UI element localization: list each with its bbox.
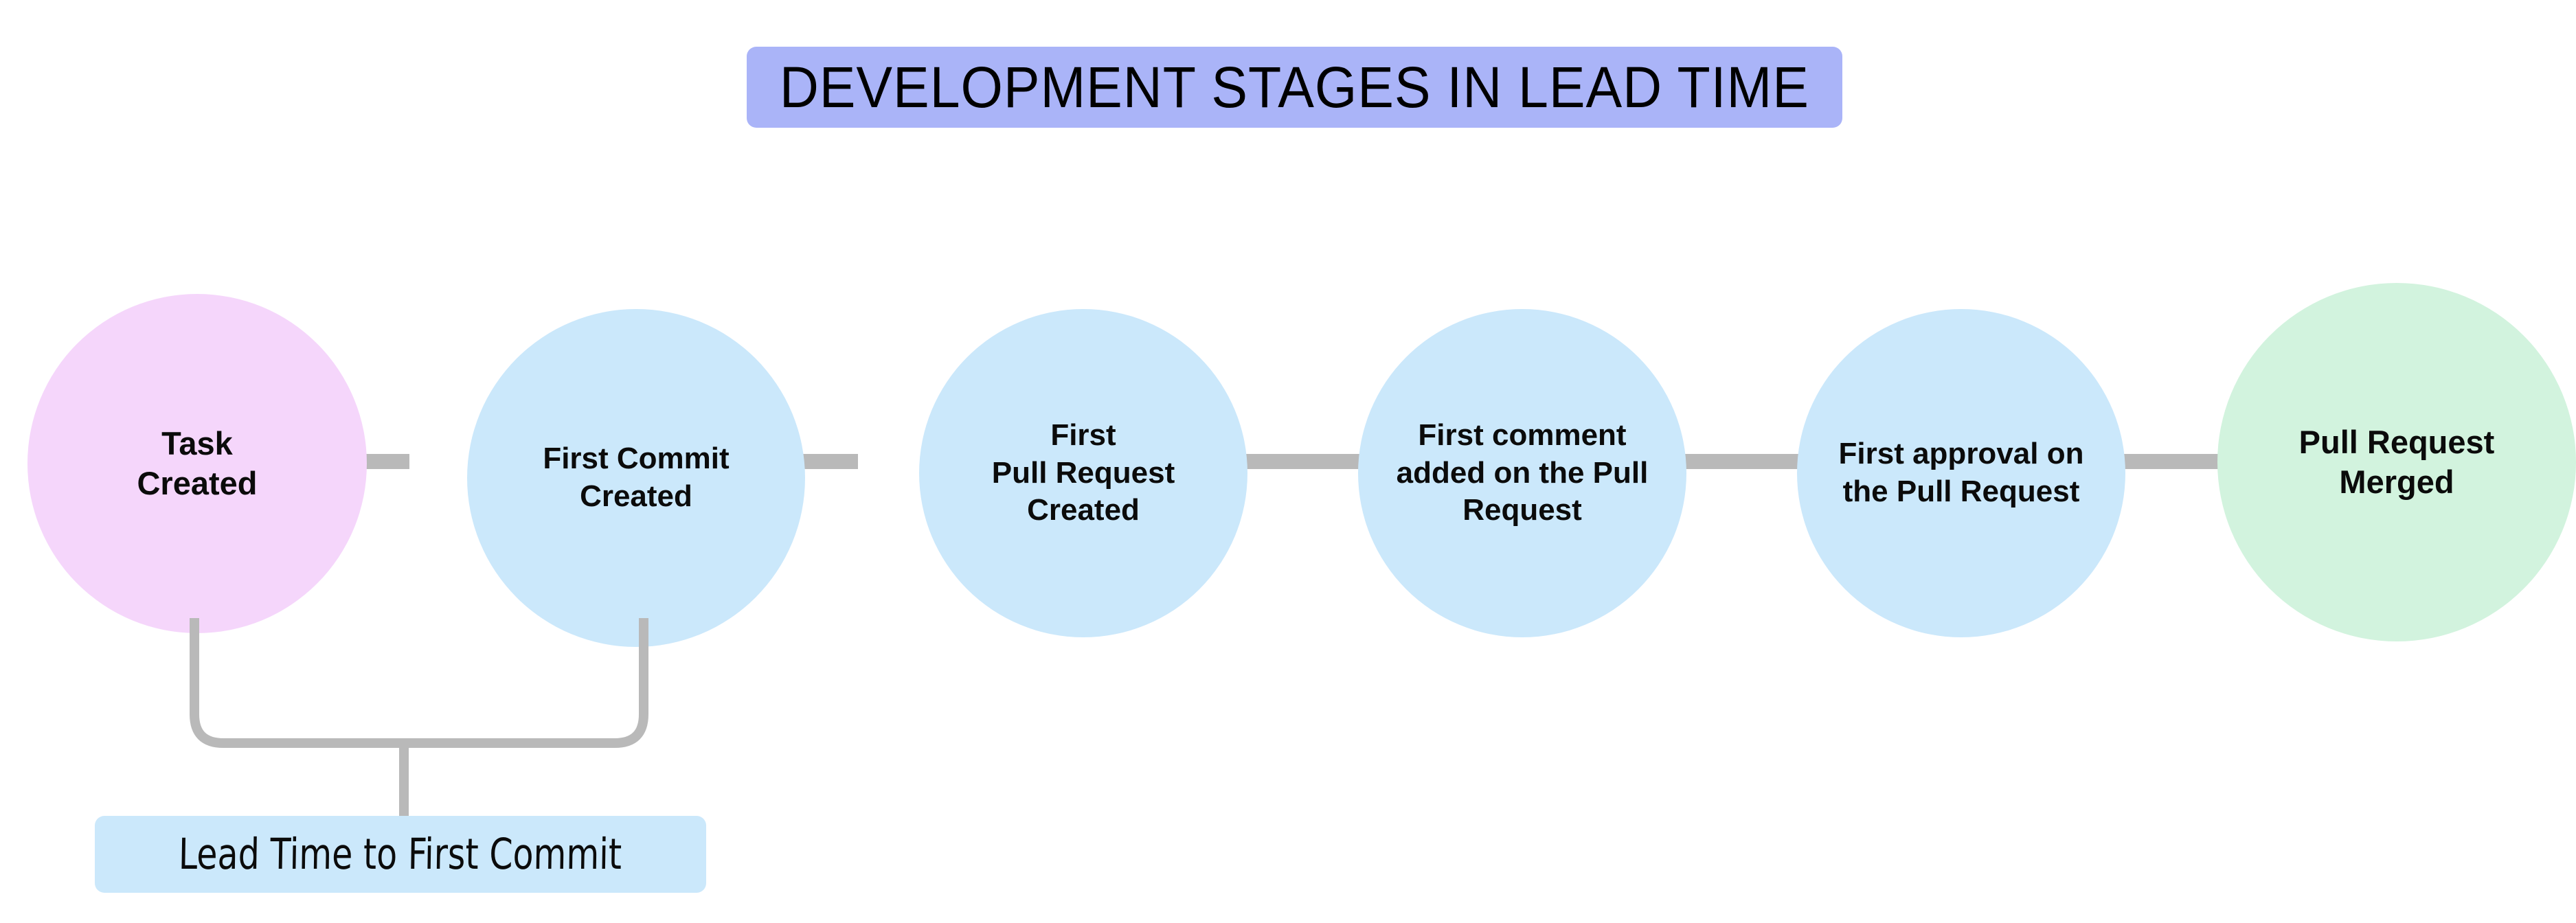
stage-circle-task-created[interactable]: Task Created (27, 294, 367, 633)
stage-label-first-pull-request-created: First Pull Request Created (991, 418, 1175, 527)
annotation-label: Lead Time to First Commit (178, 829, 623, 879)
lead-time-bracket (165, 618, 673, 755)
lead-time-bracket-stem (399, 740, 409, 821)
connector-first-pull-request-created-to-first-comment-on-pull-request (1244, 454, 1359, 469)
stage-label-pull-request-merged: Pull Request Merged (2298, 423, 2495, 500)
page-title: DEVELOPMENT STAGES IN LEAD TIME (779, 55, 1810, 119)
stage-label-first-comment-on-pull-request: First comment added on the Pull Request (1396, 418, 1649, 527)
diagram-title-banner: DEVELOPMENT STAGES IN LEAD TIME (747, 47, 1842, 128)
connector-task-created-to-first-commit-created (360, 454, 409, 469)
stage-label-first-commit-created: First Commit Created (543, 442, 730, 513)
connector-first-comment-on-pull-request-to-first-approval-on-pull-request (1684, 454, 1799, 469)
stage-circle-first-comment-on-pull-request[interactable]: First comment added on the Pull Request (1358, 309, 1686, 637)
stage-circle-first-commit-created[interactable]: First Commit Created (467, 309, 805, 647)
connector-first-commit-created-to-first-pull-request-created (802, 454, 858, 469)
connector-first-approval-on-pull-request-to-pull-request-merged (2124, 454, 2228, 469)
stage-circle-first-pull-request-created[interactable]: First Pull Request Created (919, 309, 1247, 637)
stage-label-first-approval-on-pull-request: First approval on the Pull Request (1838, 437, 2084, 508)
stage-circle-pull-request-merged[interactable]: Pull Request Merged (2217, 283, 2576, 641)
stage-label-task-created: Task Created (137, 424, 258, 501)
annotation-lead-time-to-first-commit[interactable]: Lead Time to First Commit (95, 816, 706, 893)
stage-circle-first-approval-on-pull-request[interactable]: First approval on the Pull Request (1797, 309, 2125, 637)
